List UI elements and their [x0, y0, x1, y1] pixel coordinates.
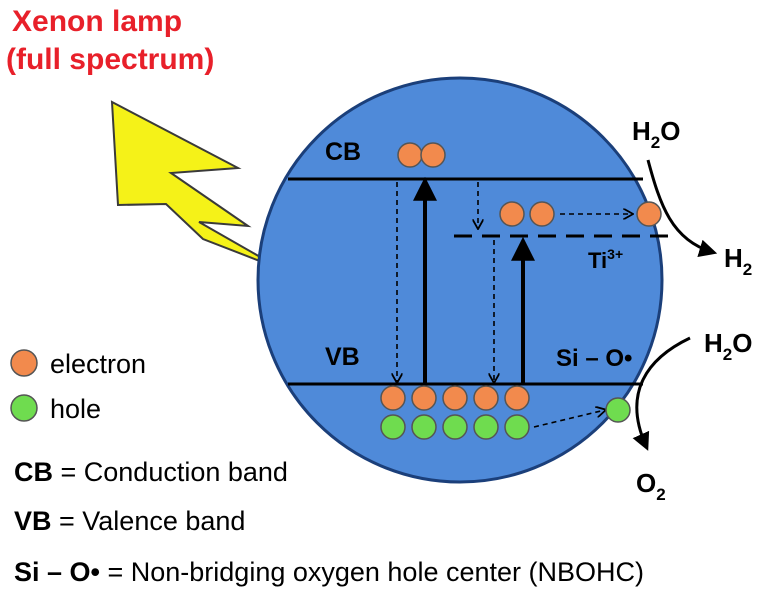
- electron: [499, 201, 525, 227]
- legend-sio-definition: Si – O• = Non-bridging oxygen hole cente…: [14, 557, 644, 587]
- lamp-subtitle: (full spectrum): [6, 43, 214, 76]
- hole: [380, 414, 406, 440]
- electron: [420, 142, 446, 168]
- legend-vb-definition: VB = Valence band: [14, 506, 245, 536]
- electron: [473, 385, 499, 411]
- ti3-label: Ti3+: [588, 246, 623, 273]
- lamp-title: Xenon lamp: [12, 5, 182, 38]
- electron: [397, 142, 423, 168]
- electron-group: [380, 142, 662, 411]
- hole: [504, 414, 530, 440]
- o2-label: O2: [636, 468, 666, 504]
- electron: [442, 385, 468, 411]
- legend: electron hole CB = Conduction band VB = …: [10, 349, 644, 587]
- cb-label: CB: [325, 138, 361, 166]
- legend-electron-icon: [10, 349, 38, 377]
- legend-hole-icon: [10, 394, 38, 422]
- o2-evolution-curve: [632, 336, 691, 451]
- hole: [442, 414, 468, 440]
- hole-transfer-arrow: [533, 410, 605, 428]
- h2o-right-label: H2O: [704, 328, 752, 364]
- legend-hole-label: hole: [50, 394, 101, 424]
- electron: [411, 385, 437, 411]
- legend-cb-definition: CB = Conduction band: [14, 457, 288, 487]
- h2-evolution-curve: [646, 159, 718, 257]
- hole: [605, 397, 631, 423]
- sio-label: Si – O•: [556, 345, 632, 372]
- electron: [504, 385, 530, 411]
- electron: [636, 201, 662, 227]
- lightning-bolt-icon: [110, 100, 284, 271]
- hole-group: [380, 397, 631, 440]
- h2-label: H2: [724, 243, 752, 279]
- vb-label: VB: [325, 343, 360, 371]
- electron: [380, 385, 406, 411]
- electron: [529, 201, 555, 227]
- hole: [411, 414, 437, 440]
- hole: [473, 414, 499, 440]
- legend-electron-label: electron: [50, 349, 146, 379]
- h2o-top-label: H2O: [632, 116, 680, 152]
